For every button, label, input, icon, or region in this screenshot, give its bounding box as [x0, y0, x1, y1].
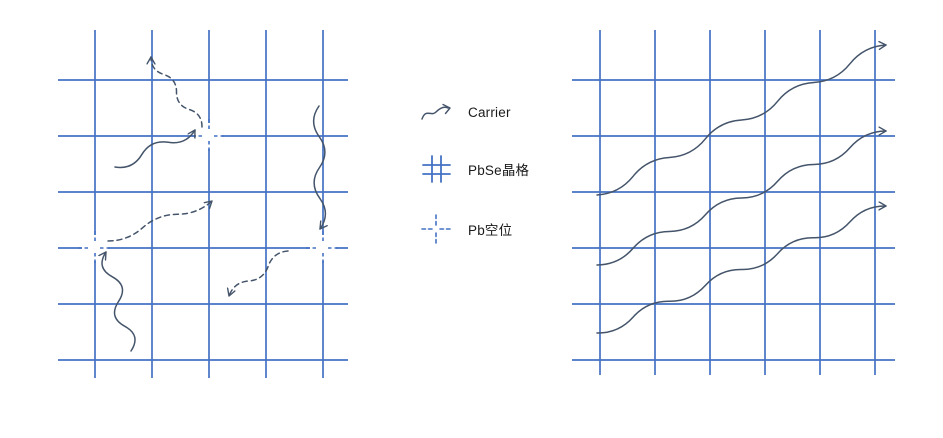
legend-item-pb-vacancy: Pb空位 [420, 214, 529, 244]
legend-label-pbse-lattice: PbSe晶格 [468, 163, 530, 178]
lattice-grid-icon [422, 155, 451, 183]
carrier-path [102, 251, 136, 352]
carrier-path [596, 206, 887, 334]
carrier-path [596, 45, 887, 196]
legend-label-pb-vacancy: Pb空位 [468, 223, 513, 238]
legend-label-carrier: Carrier [468, 104, 511, 120]
carrier-wave-icon [421, 103, 451, 120]
scattered-carrier-path [151, 56, 203, 128]
vacancy-cross-icon [421, 214, 451, 244]
carrier-path [114, 129, 196, 169]
carrier-path [596, 131, 887, 266]
legend-item-carrier: Carrier [420, 100, 529, 124]
legend: Carrier PbSe晶格 [420, 100, 529, 244]
scattered-carrier-path [229, 250, 289, 297]
carrier-path [312, 105, 326, 230]
scattered-carrier-path [107, 200, 213, 242]
legend-item-pbse-lattice: PbSe晶格 [420, 154, 529, 184]
